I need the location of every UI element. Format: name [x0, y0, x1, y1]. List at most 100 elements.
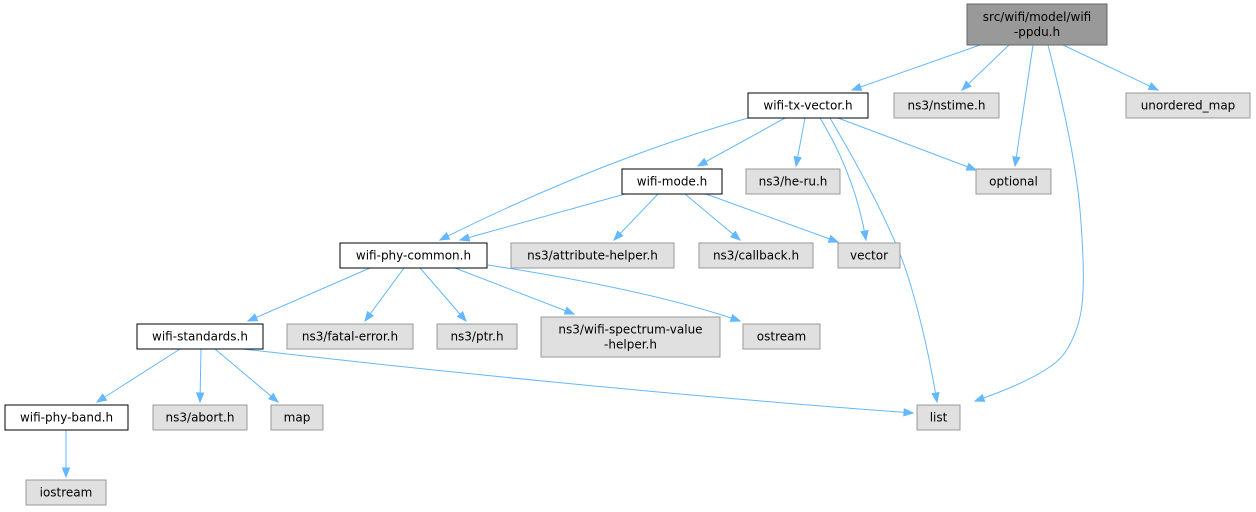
- node-label[interactable]: wifi-phy-band.h: [20, 411, 113, 425]
- edge-arrowhead: [61, 467, 71, 479]
- edge-arrowhead: [729, 230, 742, 241]
- node-label: ns3/fatal-error.h: [302, 330, 398, 344]
- edge-arrowhead: [458, 233, 471, 242]
- edge-wifi-tx-vector-to-vector: [819, 117, 869, 242]
- edge-wifi-tx-vector-to-optional: [837, 117, 978, 171]
- edge-root-to-list: [973, 44, 1084, 402]
- node-label: ns3/wifi-spectrum-value: [558, 323, 702, 337]
- node-label: vector: [850, 249, 888, 263]
- edge-line: [1062, 44, 1159, 91]
- node-wifi-phy-common[interactable]: wifi-phy-common.h: [339, 242, 488, 269]
- edge-line: [214, 348, 279, 403]
- node-ns3-attribute-helper: ns3/attribute-helper.h: [510, 242, 675, 269]
- edge-wifi-mode-to-ns3-attribute-helper: [613, 193, 659, 241]
- node-label[interactable]: src/wifi/model/wifi: [983, 10, 1091, 24]
- edge-wifi-tx-vector-to-wifi-mode: [696, 117, 786, 167]
- node-box: [286, 323, 414, 350]
- node-optional: optional: [975, 168, 1052, 195]
- edge-arrowhead: [456, 311, 467, 323]
- edge-wifi-phy-common-to-wifi-standards: [246, 267, 371, 322]
- node-box[interactable]: [4, 404, 129, 431]
- node-label[interactable]: wifi-tx-vector.h: [763, 99, 852, 113]
- edge-arrowhead: [850, 82, 863, 91]
- edge-line: [96, 348, 181, 403]
- node-wifi-mode[interactable]: wifi-mode.h: [621, 168, 723, 195]
- node-label[interactable]: wifi-mode.h: [637, 175, 708, 189]
- node-list: list: [916, 404, 961, 431]
- edge-wifi-mode-to-vector: [705, 193, 840, 243]
- edge-arrowhead: [931, 391, 940, 404]
- node-wifi-standards[interactable]: wifi-standards.h: [136, 323, 264, 350]
- node-box[interactable]: [136, 323, 264, 350]
- node-root[interactable]: src/wifi/model/wifi-ppdu.h: [966, 3, 1108, 46]
- edge-arrowhead: [793, 155, 802, 168]
- edge-wifi-mode-to-wifi-phy-common: [458, 193, 626, 242]
- node-label: map: [284, 411, 311, 425]
- edge-wifi-standards-to-ns3-abort: [195, 348, 205, 404]
- node-box[interactable]: [747, 92, 869, 119]
- node-wifi-phy-band[interactable]: wifi-phy-band.h: [4, 404, 129, 431]
- edge-line: [829, 117, 938, 403]
- edge-wifi-tx-vector-to-ns3-he-ru: [793, 117, 806, 168]
- node-box: [916, 404, 961, 431]
- node-label[interactable]: -ppdu.h: [1014, 25, 1060, 39]
- node-box: [540, 316, 721, 358]
- edge-arrowhead: [246, 313, 259, 322]
- node-box[interactable]: [621, 168, 723, 195]
- node-box: [742, 323, 821, 350]
- node-ns3-wifi-spectrum: ns3/wifi-spectrum-value-helper.h: [540, 316, 721, 358]
- edge-line: [419, 267, 467, 322]
- node-box[interactable]: [966, 3, 1108, 46]
- edge-arrowhead: [973, 393, 986, 402]
- node-unordered-map: unordered_map: [1125, 92, 1251, 119]
- edge-arrowhead: [563, 306, 576, 315]
- edge-line: [705, 193, 839, 243]
- edge-line: [974, 44, 1084, 402]
- edge-arrowhead: [195, 392, 205, 404]
- edge-wifi-phy-common-to-ostream: [487, 264, 742, 322]
- edge-arrowhead: [268, 392, 280, 403]
- edge-arrowhead: [827, 234, 840, 243]
- node-box: [510, 242, 675, 269]
- node-label: ostream: [757, 330, 806, 344]
- edge-line: [487, 264, 741, 322]
- edge-line: [684, 193, 741, 241]
- node-box: [698, 242, 814, 269]
- edge-line: [242, 348, 914, 414]
- edge-wifi-tx-vector-to-list: [829, 117, 940, 404]
- edge-arrowhead: [95, 393, 108, 403]
- node-label: iostream: [40, 486, 93, 500]
- edge-line: [439, 117, 749, 241]
- edge-arrowhead: [613, 230, 624, 241]
- edge-arrowhead: [1147, 82, 1160, 91]
- node-label: unordered_map: [1141, 99, 1236, 113]
- node-label: list: [930, 411, 948, 425]
- node-label: ns3/nstime.h: [908, 99, 986, 113]
- edge-arrowhead: [965, 162, 978, 171]
- edge-line: [837, 117, 977, 171]
- node-ostream: ostream: [742, 323, 821, 350]
- edge-wifi-standards-to-map: [214, 348, 280, 403]
- node-wifi-tx-vector[interactable]: wifi-tx-vector.h: [747, 92, 869, 119]
- edge-line: [1014, 44, 1034, 167]
- edge-root-to-ns3-nstime: [961, 44, 1010, 91]
- edge-arrowhead: [1012, 155, 1021, 168]
- node-box: [152, 404, 248, 431]
- node-box[interactable]: [339, 242, 488, 269]
- node-label: -helper.h: [604, 338, 657, 352]
- node-ns3-nstime: ns3/nstime.h: [893, 92, 1000, 119]
- edge-line: [454, 267, 575, 315]
- node-box: [745, 168, 841, 195]
- edge-wifi-tx-vector-to-wifi-phy-common: [438, 117, 749, 241]
- node-label: ns3/attribute-helper.h: [527, 249, 658, 263]
- edge-line: [961, 44, 1010, 91]
- node-box: [270, 404, 324, 431]
- edge-wifi-standards-to-list: [242, 348, 915, 417]
- node-label[interactable]: wifi-phy-common.h: [356, 249, 471, 263]
- node-ns3-ptr: ns3/ptr.h: [436, 323, 518, 350]
- edge-arrowhead: [438, 231, 451, 241]
- edge-root-to-unordered-map: [1062, 44, 1160, 91]
- edge-wifi-standards-to-wifi-phy-band: [95, 348, 181, 403]
- node-label: ns3/abort.h: [166, 411, 235, 425]
- node-label[interactable]: wifi-standards.h: [152, 330, 248, 344]
